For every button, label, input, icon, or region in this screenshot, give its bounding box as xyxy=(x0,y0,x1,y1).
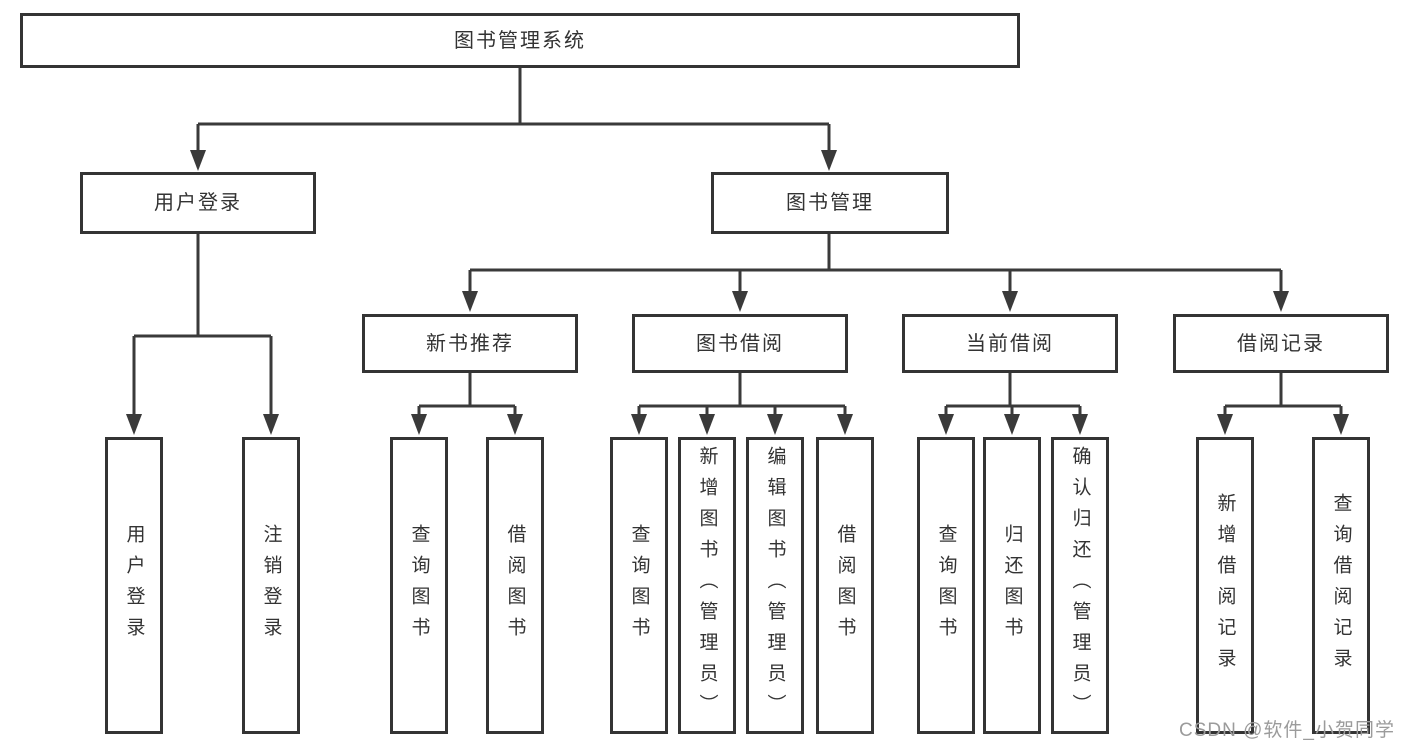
arrow-down-icon xyxy=(190,150,206,171)
node-label: 注销登录 xyxy=(260,523,282,648)
node-label: 用户登录 xyxy=(154,192,242,214)
node-label: 查询图书 xyxy=(408,523,430,648)
node-label: 图书管理系统 xyxy=(454,29,586,52)
connector-borrow-to-leaves xyxy=(637,373,847,418)
node-label: 图书借阅 xyxy=(696,332,784,355)
arrow-down-icon xyxy=(767,414,783,435)
node-root-system: 图书管理系统 xyxy=(20,13,1020,68)
arrow-down-icon xyxy=(821,150,837,171)
leaf-confirm-return-admin: 确认归还（管理员） xyxy=(1051,437,1109,734)
arrow-down-icon xyxy=(699,414,715,435)
arrow-down-icon xyxy=(1004,414,1020,435)
connector-record-to-leaves xyxy=(1223,373,1343,418)
node-label: 图书管理 xyxy=(786,192,874,214)
leaf-return-books: 归还图书 xyxy=(983,437,1041,734)
node-label: 查询图书 xyxy=(935,523,957,648)
node-label: 确认归还（管理员） xyxy=(1069,446,1091,725)
arrow-down-icon xyxy=(1273,291,1289,312)
connector-current-to-leaves xyxy=(944,373,1082,418)
connector-root-to-branches xyxy=(196,68,831,153)
leaf-add-books-admin: 新增图书（管理员） xyxy=(678,437,736,734)
arrow-down-icon xyxy=(1072,414,1088,435)
arrow-down-icon xyxy=(126,414,142,435)
arrowhead-icons xyxy=(126,150,1349,435)
leaf-edit-books-admin: 编辑图书（管理员） xyxy=(746,437,804,734)
node-user-login-branch: 用户登录 xyxy=(80,172,316,234)
node-new-book-recommend: 新书推荐 xyxy=(362,314,578,373)
connector-book-mgmt-to-modules xyxy=(468,234,1283,295)
arrow-down-icon xyxy=(507,414,523,435)
node-book-borrowing: 图书借阅 xyxy=(632,314,848,373)
arrow-down-icon xyxy=(1217,414,1233,435)
node-label: 当前借阅 xyxy=(966,332,1054,355)
leaf-logout: 注销登录 xyxy=(242,437,300,734)
arrow-down-icon xyxy=(938,414,954,435)
node-label: 借阅记录 xyxy=(1237,332,1325,355)
connector-new-book-to-leaves xyxy=(417,373,517,418)
node-current-borrowing: 当前借阅 xyxy=(902,314,1118,373)
leaf-query-books-1: 查询图书 xyxy=(390,437,448,734)
csdn-watermark: CSDN @软件_小贺同学 xyxy=(1179,720,1395,741)
arrow-down-icon xyxy=(631,414,647,435)
node-label: 新增图书（管理员） xyxy=(696,446,718,725)
node-label: 借阅图书 xyxy=(504,523,526,648)
arrow-down-icon xyxy=(462,291,478,312)
node-label: 用户登录 xyxy=(123,523,145,648)
leaf-query-books-3: 查询图书 xyxy=(917,437,975,734)
node-label: 查询图书 xyxy=(628,523,650,648)
arrow-down-icon xyxy=(263,414,279,435)
leaf-add-borrow-record: 新增借阅记录 xyxy=(1196,437,1254,734)
node-label: 新增借阅记录 xyxy=(1214,492,1236,679)
leaf-query-borrow-record: 查询借阅记录 xyxy=(1312,437,1370,734)
arrow-down-icon xyxy=(1002,291,1018,312)
node-book-management-branch: 图书管理 xyxy=(711,172,949,234)
leaf-user-login: 用户登录 xyxy=(105,437,163,734)
arrow-down-icon xyxy=(732,291,748,312)
node-label: 归还图书 xyxy=(1001,523,1023,648)
leaf-borrow-books-2: 借阅图书 xyxy=(816,437,874,734)
node-label: 新书推荐 xyxy=(426,332,514,355)
arrow-down-icon xyxy=(837,414,853,435)
arrow-down-icon xyxy=(411,414,427,435)
connector-user-login-to-leaves xyxy=(132,234,273,418)
arrow-down-icon xyxy=(1333,414,1349,435)
node-label: 编辑图书（管理员） xyxy=(764,446,786,725)
leaf-borrow-books-1: 借阅图书 xyxy=(486,437,544,734)
node-borrowing-records: 借阅记录 xyxy=(1173,314,1389,373)
leaf-query-books-2: 查询图书 xyxy=(610,437,668,734)
node-label: 查询借阅记录 xyxy=(1330,492,1352,679)
node-label: 借阅图书 xyxy=(834,523,856,648)
